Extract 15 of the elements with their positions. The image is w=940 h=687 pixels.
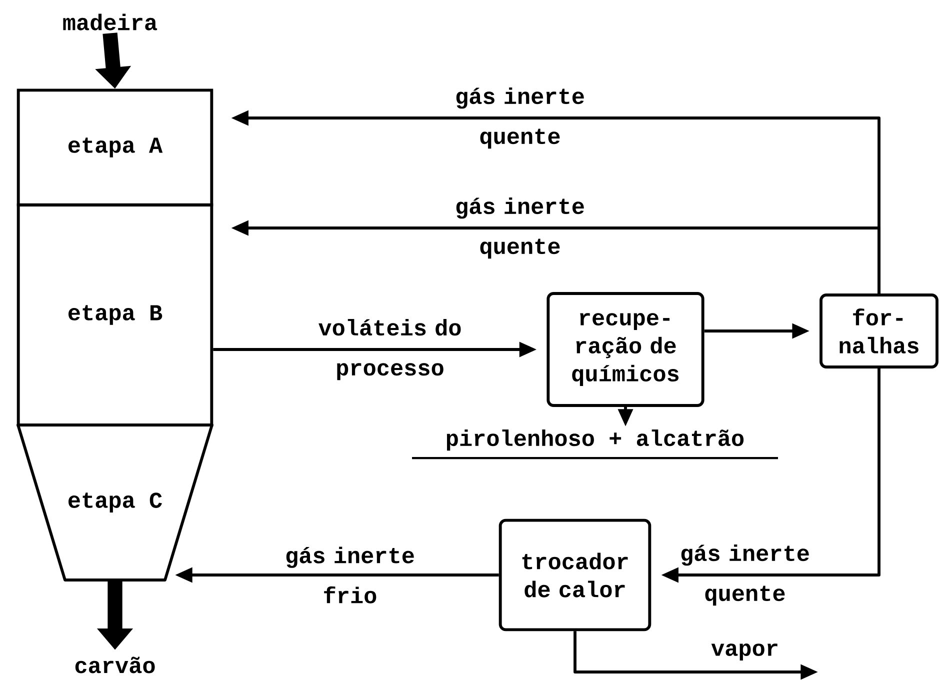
edge-label: gás inerte frio: [286, 546, 414, 604]
stage-box: etapa B: [16, 204, 214, 426]
edge-label: gás inerte quente: [456, 87, 584, 149]
edge-label: gás inerte quente: [681, 544, 809, 606]
process-box: recupe- ração de químicos: [546, 292, 704, 407]
stage-box: etapa A: [16, 88, 214, 206]
feed-label: madeira: [63, 14, 158, 30]
edge-label: vapor: [711, 644, 778, 660]
edge-label: gás inerte quente: [456, 197, 584, 259]
edge-label: voláteis do processo: [318, 318, 461, 380]
process-box: trocador de calor: [498, 518, 652, 632]
product-label: carvão: [75, 656, 155, 674]
process-box: for- nalhas: [820, 294, 938, 368]
hopper-stage: etapa C: [16, 424, 214, 582]
product-label: pirolenhoso + alcatrão: [412, 429, 778, 460]
